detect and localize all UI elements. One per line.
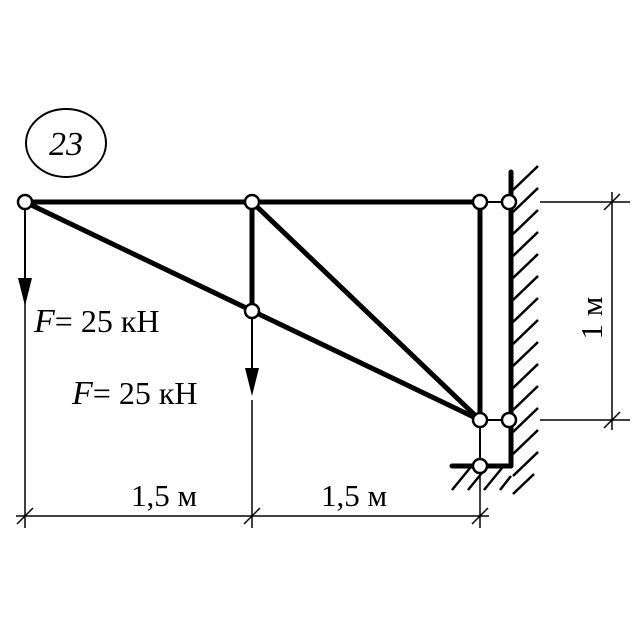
- force-arrow-mid: [245, 311, 259, 396]
- dimension-label-left: 1,5 м: [131, 478, 197, 513]
- horizontal-dimension: 1,5 м 1,5 м: [16, 210, 489, 528]
- joint-wall-top: [500, 193, 518, 211]
- joint-lower-mid: [243, 302, 261, 320]
- problem-number: 23: [49, 126, 83, 163]
- problem-number-badge: 23: [25, 108, 107, 178]
- wall-support: [508, 165, 539, 495]
- joint-ground: [471, 457, 489, 475]
- joint-left: [16, 193, 34, 211]
- dimension-label-height: 1 м: [574, 297, 609, 340]
- vertical-dimension: 1 м: [540, 192, 630, 430]
- joint-top-mid: [243, 193, 261, 211]
- joint-wall-bottom: [500, 411, 518, 429]
- force-label-1: F= 25 кН: [33, 303, 159, 340]
- force-label-2: F= 25 кН: [71, 375, 197, 412]
- diagonal-member: [249, 199, 483, 423]
- dimension-label-right: 1,5 м: [321, 478, 387, 513]
- joint-bottom-right: [471, 411, 489, 429]
- joint-top-right: [471, 193, 489, 211]
- truss-joints: [16, 193, 518, 475]
